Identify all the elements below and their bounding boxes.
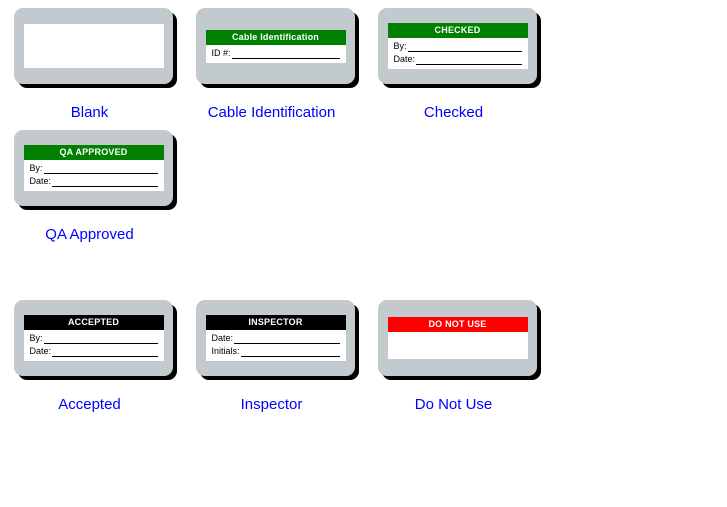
- label-field-write-line[interactable]: [52, 177, 158, 187]
- label-fields-checked: By: Date:: [388, 38, 528, 69]
- label-caption-inspector: Inspector: [240, 396, 303, 413]
- label-header-checked: CHECKED: [387, 23, 528, 38]
- label-field-caption: Date:: [29, 346, 52, 356]
- row-spacer: [0, 244, 727, 292]
- label-field-caption: Date:: [211, 333, 234, 343]
- label-fields-accepted: By: Date:: [24, 330, 164, 361]
- label-field-row: By:: [394, 41, 522, 52]
- label-field-row: Date:: [212, 333, 340, 344]
- label-field-write-line[interactable]: [43, 164, 158, 174]
- label-panel-checked: CHECKED By: Date:: [387, 23, 528, 69]
- label-card-cable-identification[interactable]: Cable Identification ID #:: [196, 8, 355, 84]
- label-card-checked[interactable]: CHECKED By: Date:: [378, 8, 537, 84]
- label-field-row: Date:: [394, 54, 522, 65]
- label-field-row: Date:: [30, 346, 158, 357]
- label-field-row: By:: [30, 333, 158, 344]
- label-card-qa-approved[interactable]: QA APPROVED By: Date:: [14, 130, 173, 206]
- label-field-write-line[interactable]: [234, 334, 340, 344]
- label-cell-do-not-use: DO NOT USE Do Not Use: [364, 292, 546, 414]
- label-field-write-line[interactable]: [240, 347, 340, 357]
- label-field-row: By:: [30, 163, 158, 174]
- label-header-qa-approved: QA APPROVED: [23, 145, 164, 160]
- label-panel-cable-identification: Cable Identification ID #:: [205, 29, 346, 63]
- label-panel-blank: [23, 24, 164, 68]
- label-header-do-not-use: DO NOT USE: [387, 317, 528, 332]
- label-field-caption: Date:: [393, 54, 416, 64]
- label-field-write-line[interactable]: [43, 334, 158, 344]
- label-caption-checked: Checked: [423, 104, 484, 121]
- label-caption-cable-identification: Cable Identification: [207, 104, 336, 121]
- label-card-do-not-use[interactable]: DO NOT USE: [378, 300, 537, 376]
- label-caption-qa-approved: QA Approved: [45, 226, 134, 243]
- label-field-caption: Date:: [29, 176, 52, 186]
- label-cell-qa-approved: QA APPROVED By: Date: QA Approved: [0, 122, 182, 244]
- label-field-caption: Initials:: [211, 346, 240, 356]
- label-field-caption: ID #:: [211, 47, 231, 58]
- label-field-row: Initials:: [212, 346, 340, 357]
- label-caption-accepted: Accepted: [58, 396, 121, 413]
- label-field-row: Date:: [30, 176, 158, 187]
- label-fields-cable-identification: ID #:: [206, 45, 346, 63]
- label-panel-accepted: ACCEPTED By: Date:: [23, 315, 164, 361]
- label-write-area-do-not-use[interactable]: [387, 332, 528, 359]
- label-header-cable-identification: Cable Identification: [205, 29, 346, 45]
- label-fields-qa-approved: By: Date:: [24, 160, 164, 191]
- label-field-write-line[interactable]: [416, 55, 522, 65]
- label-field-caption: By:: [29, 163, 43, 173]
- label-card-accepted[interactable]: ACCEPTED By: Date:: [14, 300, 173, 376]
- label-panel-inspector: INSPECTOR Date: Initials:: [205, 315, 346, 361]
- label-card-blank[interactable]: [14, 8, 173, 84]
- label-field-caption: By:: [393, 41, 407, 51]
- label-panel-qa-approved: QA APPROVED By: Date:: [23, 145, 164, 191]
- label-header-accepted: ACCEPTED: [23, 315, 164, 330]
- label-field-row: ID #:: [212, 48, 340, 59]
- label-field-caption: By:: [29, 333, 43, 343]
- label-caption-blank: Blank: [70, 104, 109, 121]
- label-field-write-line[interactable]: [231, 49, 340, 59]
- label-cell-inspector: INSPECTOR Date: Initials: Inspector: [182, 292, 364, 414]
- label-cell-checked: CHECKED By: Date: Checked: [364, 0, 546, 122]
- label-field-write-line[interactable]: [407, 42, 522, 52]
- label-panel-do-not-use: DO NOT USE: [387, 317, 528, 359]
- label-cell-accepted: ACCEPTED By: Date: Accepted: [0, 292, 182, 414]
- label-cell-blank: Blank: [0, 0, 182, 122]
- label-header-inspector: INSPECTOR: [205, 315, 346, 330]
- label-card-inspector[interactable]: INSPECTOR Date: Initials:: [196, 300, 355, 376]
- label-field-write-line[interactable]: [52, 347, 158, 357]
- label-fields-inspector: Date: Initials:: [206, 330, 346, 361]
- label-caption-do-not-use: Do Not Use: [414, 396, 493, 413]
